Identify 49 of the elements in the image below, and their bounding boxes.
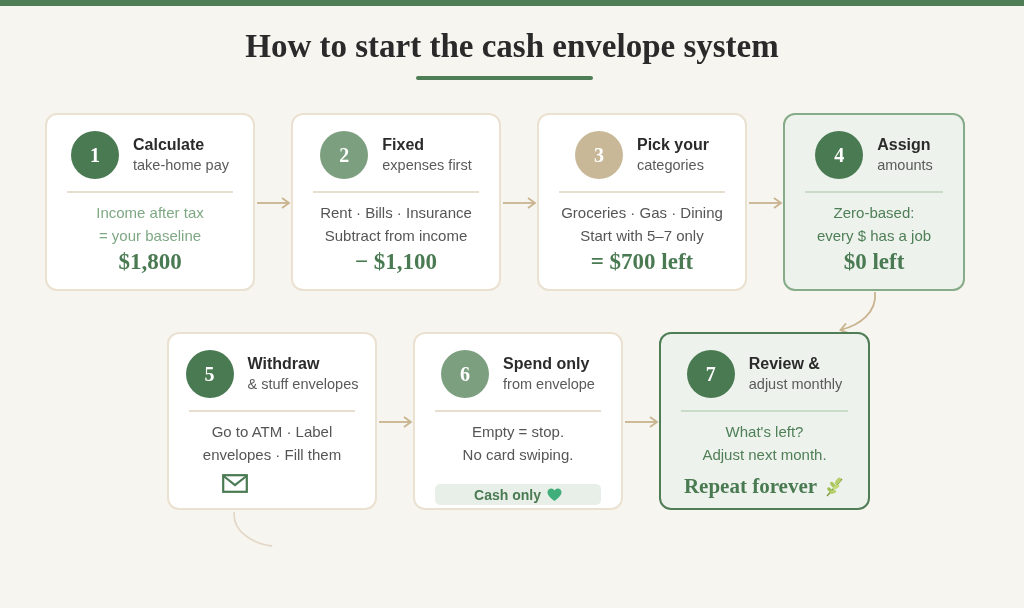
step-card (537, 113, 747, 291)
arrow (839, 291, 876, 334)
step-description: Zero-based: every $ has a job (815, 203, 933, 246)
step-description: Groceries · Gas · Dining Start with 5–7 only (560, 203, 724, 246)
step-heading: Calculate (133, 135, 206, 155)
step-subheading: from envelope (503, 375, 595, 394)
step-card (413, 332, 623, 510)
title: How to start the cash envelope system (245, 28, 779, 65)
step-subheading: take-home pay (133, 156, 229, 175)
step-number-badge: 4 (815, 131, 864, 179)
step-number-badge: 5 (185, 350, 234, 398)
step-description: Go to ATM · Label envelopes · Fill them (201, 422, 343, 465)
step-heading: Assign (877, 135, 932, 155)
step-subheading: amounts (877, 156, 933, 175)
closing-text: Repeat forever (683, 474, 818, 499)
arrow (502, 197, 536, 209)
arrow (256, 197, 290, 209)
step-number-badge: 2 (320, 131, 369, 179)
step-description: What's left? Adjust next month. (701, 422, 828, 465)
arrow (624, 416, 658, 428)
step-subheading: & stuff envelopes (247, 375, 359, 394)
step-number-badge: 7 (686, 350, 735, 398)
tag-text: Cash only (474, 486, 541, 503)
step-card (783, 113, 965, 291)
step-description: Income after tax = your baseline (95, 203, 205, 246)
amount-text: $0 left (843, 249, 905, 275)
step-subheading: expenses first (382, 156, 472, 175)
step-heading: Fixed (382, 135, 426, 155)
step-number-badge: 1 (71, 131, 120, 179)
step-heading: Pick your (637, 135, 709, 155)
step-card (45, 113, 255, 291)
step-subheading: categories (637, 156, 705, 175)
step-number-badge: 6 (441, 350, 490, 398)
step-card (291, 113, 501, 291)
step-card (167, 332, 377, 510)
step-heading: Spend only (503, 354, 591, 374)
step-subheading: adjust monthly (748, 375, 843, 394)
step-description: Rent · Bills · Insurance Subtract from income (319, 203, 473, 246)
amount-text: $1,800 (118, 249, 182, 275)
arrow (378, 416, 412, 428)
arrow (748, 197, 782, 209)
connector-line (233, 511, 274, 547)
amount-text: = $700 left (590, 249, 694, 275)
amount-text: − $1,100 (354, 249, 438, 275)
step-heading: Review & (748, 354, 821, 374)
step-description: Empty = stop. No card swiping. (461, 422, 575, 465)
step-card (659, 332, 870, 510)
step-number-badge: 3 (575, 131, 623, 179)
step-heading: Withdraw (247, 354, 321, 374)
